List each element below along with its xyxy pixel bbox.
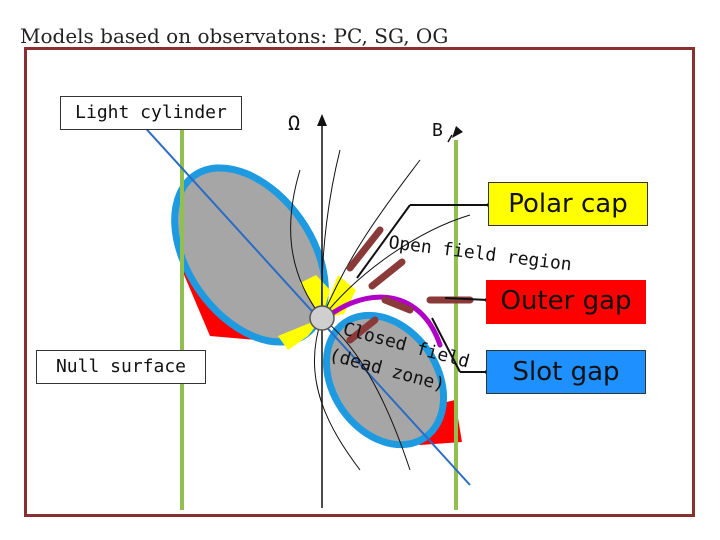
outer-gap-pointer xyxy=(444,297,489,301)
arrow-open-field-1 xyxy=(346,226,384,272)
arrow-open-field-2 xyxy=(368,258,406,290)
polar-cap-fan-left xyxy=(278,318,322,350)
slide-title: Models based on observatons: PC, SG, OG xyxy=(20,24,449,48)
closed-zone-lobe-upper-left xyxy=(171,164,329,346)
field-line-1 xyxy=(321,149,341,319)
light-cylinder-label: Light cylinder xyxy=(60,96,242,130)
b-field-line xyxy=(447,134,453,143)
polar-cap-callout: Polar cap xyxy=(488,182,648,226)
arrow-lower-zone xyxy=(381,296,414,314)
slot-gap-callout: Slot gap xyxy=(486,350,646,394)
field-line-2 xyxy=(321,159,421,319)
field-line-6 xyxy=(321,317,411,471)
diagram-frame xyxy=(24,47,695,517)
null-surface-label: Null surface xyxy=(36,350,206,384)
closed-zone-lobe-lower-right xyxy=(322,311,448,449)
neutron-star xyxy=(309,305,335,331)
field-line-3 xyxy=(321,214,471,319)
field-line-4 xyxy=(314,317,361,471)
slot-gap-pointer-b xyxy=(431,317,461,373)
field-line-5 xyxy=(290,169,323,319)
polar-cap-pointer-b xyxy=(356,204,411,279)
magnetic-axis xyxy=(139,121,471,486)
open-field-region-label: Open field region xyxy=(387,232,572,275)
omega-label: Ω xyxy=(288,111,300,135)
b-field-label: B xyxy=(432,120,443,141)
outer-gap-callout: Outer gap xyxy=(486,280,646,324)
b-field-arrowhead xyxy=(452,126,463,138)
arrow-closed-zone xyxy=(346,316,379,344)
rotation-axis-arrowhead xyxy=(317,114,327,126)
